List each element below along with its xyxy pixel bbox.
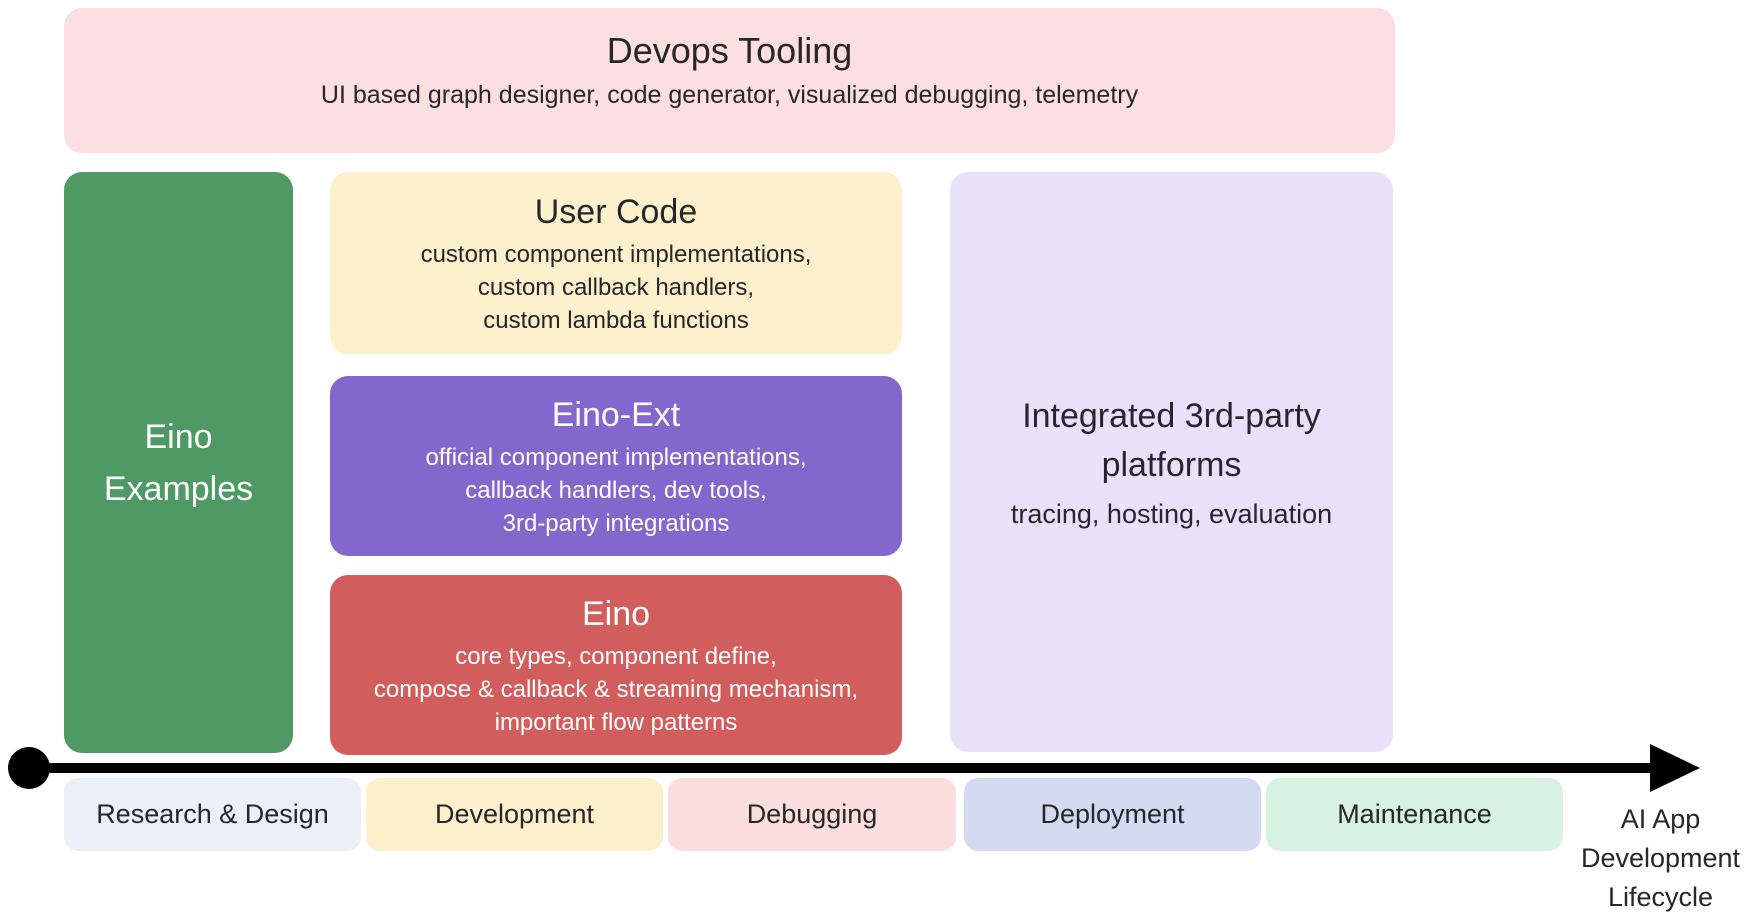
eino-core-box: Eino core types, component define, compo… — [330, 575, 902, 755]
eino-ext-box: Eino-Ext official component implementati… — [330, 376, 902, 556]
user-code-line: custom callback handlers, — [477, 273, 755, 301]
stage-maintenance-label: Maintenance — [1337, 799, 1492, 829]
eino-core-line: important flow patterns — [494, 708, 738, 736]
eino-examples-box: Eino Examples — [64, 172, 293, 753]
platforms-title-line2: platforms — [1101, 445, 1242, 484]
axis-caption-line: Development — [1580, 843, 1741, 873]
axis-caption-line: AI App — [1620, 804, 1701, 834]
lifecycle-axis-arrowhead-icon — [1650, 744, 1700, 792]
stage-maintenance: Maintenance — [1266, 778, 1563, 851]
lifecycle-axis-start-dot-icon — [8, 747, 50, 789]
eino-core-title: Eino — [581, 594, 651, 633]
eino-ext-line: 3rd-party integrations — [502, 509, 730, 537]
stage-deployment-label: Deployment — [1040, 799, 1185, 829]
eino-ext-line: callback handlers, dev tools, — [465, 476, 767, 504]
stage-development: Development — [366, 778, 663, 851]
user-code-box: User Code custom component implementatio… — [330, 172, 902, 354]
eino-core-line: core types, component define, — [455, 642, 777, 670]
eino-examples-title-line1: Eino — [144, 417, 213, 456]
stage-development-label: Development — [434, 799, 595, 829]
eino-examples-title-line2: Examples — [103, 469, 254, 508]
stage-debugging: Debugging — [668, 778, 956, 851]
devops-tooling-title: Devops Tooling — [606, 30, 853, 71]
stage-deployment: Deployment — [964, 778, 1261, 851]
platforms-title-line1: Integrated 3rd-party — [1022, 396, 1321, 435]
eino-core-line: compose & callback & streaming mechanism… — [373, 675, 859, 703]
stage-research-design: Research & Design — [64, 778, 361, 851]
platforms-subtitle: tracing, hosting, evaluation — [1010, 498, 1333, 529]
stage-debugging-label: Debugging — [746, 799, 878, 829]
lifecycle-axis-line — [38, 763, 1656, 773]
stage-research-design-label: Research & Design — [96, 799, 329, 829]
lifecycle-axis-caption: AI App Development Lifecycle — [1563, 800, 1758, 917]
eino-ext-title: Eino-Ext — [551, 395, 681, 434]
devops-tooling-box: Devops Tooling UI based graph designer, … — [64, 8, 1395, 153]
user-code-title: User Code — [534, 192, 698, 231]
devops-tooling-subtitle: UI based graph designer, code generator,… — [320, 81, 1139, 109]
user-code-line: custom lambda functions — [483, 306, 749, 334]
user-code-line: custom component implementations, — [420, 240, 812, 268]
eino-ext-line: official component implementations, — [425, 443, 807, 471]
axis-caption-line: Lifecycle — [1607, 882, 1714, 912]
third-party-platforms-box: Integrated 3rd-party platforms tracing, … — [950, 172, 1393, 752]
